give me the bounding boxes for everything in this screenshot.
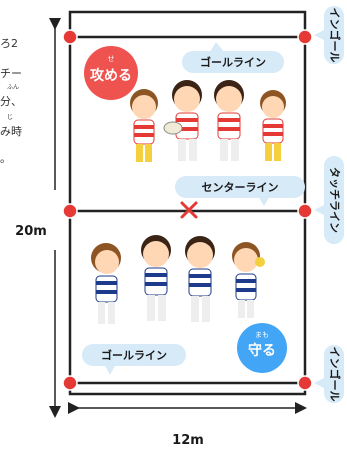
attack-child-2 xyxy=(163,80,202,161)
defend-child-3 xyxy=(185,236,215,322)
callout-goal-line-bottom: ゴールライン xyxy=(82,344,186,375)
width-label: 12m xyxy=(172,433,204,448)
cut-text-line5: 。 xyxy=(0,152,11,165)
side-label-in-goal-bottom: インゴール xyxy=(314,345,344,403)
cut-text-ruby-fun: ふん xyxy=(7,84,20,91)
callout-goal-line-top: ゴールライン xyxy=(182,42,284,73)
attack-ruby: せ xyxy=(108,55,115,63)
height-label: 20m xyxy=(15,224,47,239)
field-outline xyxy=(68,10,307,396)
cut-text-line3: 分、 xyxy=(0,95,22,108)
red-dot-icon xyxy=(62,29,78,45)
defend-child-1 xyxy=(91,243,121,324)
corner-dots xyxy=(62,29,313,391)
attack-label: 攻める xyxy=(90,67,132,84)
cut-text-line2: チー xyxy=(0,67,22,80)
red-dot-icon xyxy=(62,375,78,391)
red-dot-icon xyxy=(297,29,313,45)
defend-ruby: まも xyxy=(255,331,269,339)
goal-line-top-label: ゴールライン xyxy=(200,55,266,69)
defend-badge: まも 守る xyxy=(237,323,287,373)
attack-child-1 xyxy=(130,89,158,162)
in-goal-top-label: インゴール xyxy=(328,8,342,63)
defend-team-children xyxy=(91,235,265,324)
defend-label: 守る xyxy=(248,342,276,359)
side-label-in-goal-top: インゴール xyxy=(314,6,344,64)
side-label-touch-line: タッチライン xyxy=(314,156,344,244)
attack-child-4 xyxy=(260,90,286,161)
x-mark-icon xyxy=(180,201,198,219)
attack-child-3 xyxy=(214,80,244,161)
attack-team-children xyxy=(130,80,286,162)
red-dot-icon xyxy=(62,203,78,219)
callout-center-line: センターライン xyxy=(175,176,305,206)
cut-text-line4: み時 xyxy=(0,125,22,138)
goal-line-bottom-label: ゴールライン xyxy=(101,348,167,362)
defend-child-4 xyxy=(232,242,265,318)
red-dot-icon xyxy=(297,375,313,391)
attack-badge: せ 攻める xyxy=(84,46,138,100)
red-dot-icon xyxy=(297,203,313,219)
in-goal-bottom-label: インゴール xyxy=(328,347,342,402)
touch-line-label: タッチライン xyxy=(328,167,341,233)
defend-child-2 xyxy=(141,235,171,321)
center-line-label: センターライン xyxy=(202,181,279,194)
cut-text-ruby-ji: じ xyxy=(7,114,14,121)
cut-text-line1: ろ2 xyxy=(0,37,18,50)
